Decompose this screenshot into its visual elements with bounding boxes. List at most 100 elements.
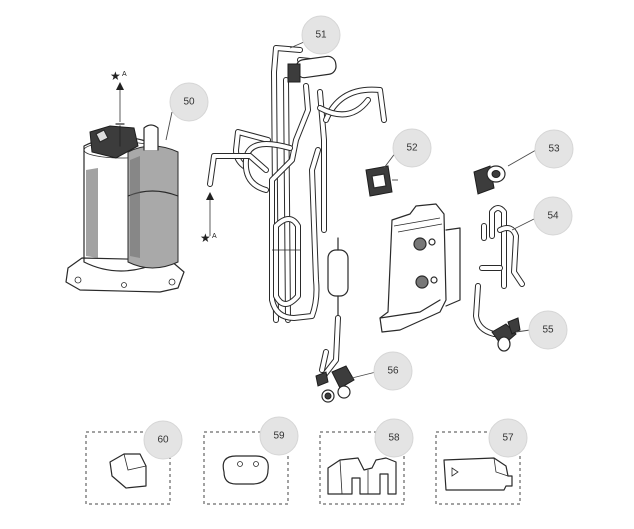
valve-pipes: [479, 205, 525, 289]
callout-52: 52: [392, 128, 432, 168]
insulation-shape-60: [109, 453, 147, 489]
callout-55: 55: [528, 310, 568, 350]
callout-59: 59: [259, 416, 299, 456]
callout-bubble: [533, 196, 573, 236]
mount-hole: [168, 278, 176, 286]
callout-number: 52: [406, 143, 418, 154]
ref-letter: A: [212, 233, 217, 240]
acc-shadow: [130, 156, 140, 258]
filter-drier: [327, 249, 349, 297]
callout-bubble: [534, 129, 574, 169]
bracket-edge: [393, 217, 443, 233]
insulation-fold-60: [123, 453, 147, 471]
insulation-arrow: [451, 467, 459, 477]
callout-number: 50: [183, 97, 195, 108]
callout-54: 54: [533, 196, 573, 236]
piping-assembly: [207, 45, 387, 323]
compressor: [65, 123, 185, 293]
valve56-port: [337, 385, 351, 399]
callout-50: 50: [169, 82, 209, 122]
discharge-pipe: [115, 123, 125, 147]
leader-56: [351, 371, 377, 379]
bracket-hole: [428, 238, 436, 246]
callout-number: 54: [547, 211, 559, 222]
valve56-body: [331, 365, 355, 389]
bracket-plate: [379, 203, 447, 333]
leader-55: [515, 329, 531, 333]
callout-bubble: [169, 82, 209, 122]
bracket-hole: [413, 237, 427, 251]
callout-60: 60: [143, 420, 183, 460]
box-60: [85, 431, 171, 505]
insulation-fold-57: [493, 457, 509, 477]
bracket-hole: [415, 275, 429, 289]
callout-58: 58: [374, 418, 414, 458]
leader-50: [165, 111, 173, 141]
ref-letter: A: [122, 71, 127, 78]
insulation-shape-57: [443, 457, 513, 491]
mount-hole: [121, 282, 127, 288]
callout-number: 56: [387, 366, 399, 377]
callout-number: 55: [542, 325, 554, 336]
bracket-hole: [430, 276, 438, 284]
callout-bubble: [143, 420, 183, 460]
callout-number: 53: [548, 144, 560, 155]
callout-number: 58: [388, 433, 400, 444]
coil-cap: [473, 165, 506, 195]
star-marker: ★: [200, 231, 211, 245]
box-58: [319, 431, 405, 505]
body-shadow: [86, 168, 98, 258]
insulation-59: [203, 431, 289, 505]
box-59: [203, 431, 289, 505]
cap-hole: [491, 170, 501, 178]
insulation-57: [435, 431, 521, 505]
compressor-base: [65, 257, 185, 293]
callout-51: 51: [301, 15, 341, 55]
coil-face: [371, 173, 387, 189]
star-marker: ★: [110, 69, 121, 83]
callout-bubble: [392, 128, 432, 168]
callout-bubble: [373, 351, 413, 391]
insulation-shape-59: [222, 455, 269, 485]
valve56-cap: [315, 371, 329, 387]
valve-block: [287, 63, 301, 83]
valve56-port-core: [324, 392, 332, 400]
callout-bubble: [301, 15, 341, 55]
reference-arrow-left: ★ A: [200, 192, 217, 245]
callout-bubble: [488, 418, 528, 458]
insulation-hole: [237, 461, 243, 467]
insulation-fold-58: [339, 459, 369, 495]
callout-number: 57: [502, 433, 514, 444]
box-57: [435, 431, 521, 505]
leader-54: [511, 217, 537, 231]
three-way-valve: [315, 315, 355, 403]
callout-53: 53: [534, 129, 574, 169]
arrow-head: [116, 82, 124, 90]
solenoid-coil: [365, 165, 398, 197]
accumulator-inlet: [143, 124, 159, 151]
callout-number: 60: [157, 435, 169, 446]
insulation-58: [319, 431, 405, 505]
callout-bubble: [374, 418, 414, 458]
bracket-flange: [445, 227, 461, 307]
arrow-head: [206, 192, 214, 200]
terminal-tab: [95, 129, 109, 143]
leader-53: [507, 149, 537, 167]
callout-number: 51: [315, 30, 327, 41]
insulation-60: [85, 431, 171, 505]
mounting-bracket: [379, 203, 461, 333]
callout-number: 59: [273, 431, 285, 442]
insulation-hole: [253, 461, 259, 467]
valve-cap: [507, 317, 521, 335]
callout-bubble: [259, 416, 299, 456]
leader-51: [289, 41, 305, 49]
valve-port: [497, 336, 511, 352]
insulation-shape-58: [327, 457, 397, 495]
callout-57: 57: [488, 418, 528, 458]
mount-hole: [74, 276, 82, 284]
callout-bubble: [528, 310, 568, 350]
bracket-bottom: [379, 299, 441, 319]
service-valve: [473, 283, 521, 352]
